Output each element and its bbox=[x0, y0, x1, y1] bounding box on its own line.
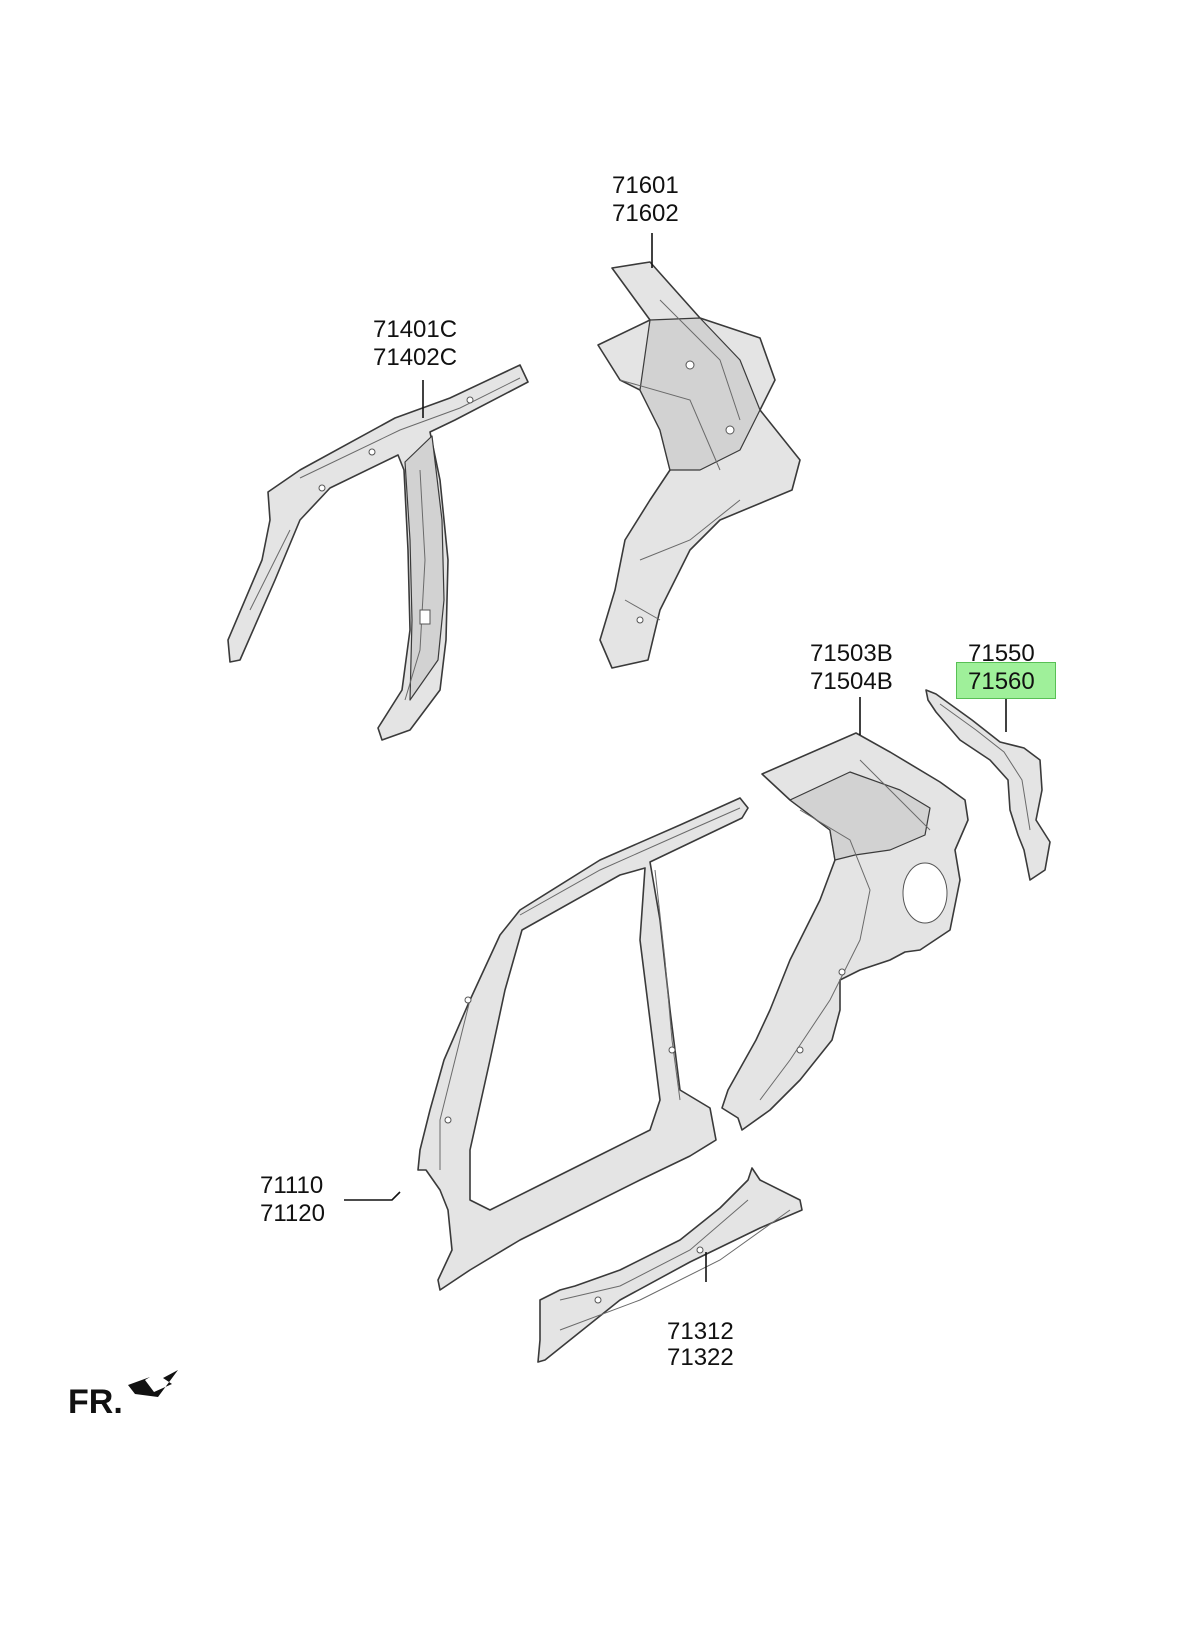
label-71312[interactable]: 71312 bbox=[667, 1318, 734, 1345]
label-71401C[interactable]: 71401C bbox=[373, 316, 458, 343]
front-label: FR. bbox=[68, 1383, 123, 1421]
part-side-outer[interactable] bbox=[417, 797, 749, 1291]
label-71322[interactable]: 71322 bbox=[667, 1344, 734, 1371]
label-71504B[interactable]: 71504B bbox=[810, 668, 893, 695]
label-71503B[interactable]: 71503B bbox=[810, 640, 893, 667]
part-quarter-outer[interactable] bbox=[721, 732, 969, 1131]
label-71550[interactable]: 71550 bbox=[968, 640, 1035, 667]
label-71402C[interactable]: 71402C bbox=[373, 344, 458, 371]
part-bracket[interactable] bbox=[925, 689, 1051, 881]
part-quarter-inner-upper[interactable] bbox=[597, 261, 801, 669]
front-arrow-icon bbox=[128, 1370, 178, 1397]
label-71110[interactable]: 71110 bbox=[260, 1172, 324, 1199]
part-pillar-inner[interactable] bbox=[227, 364, 529, 741]
label-71601[interactable]: 71601 bbox=[612, 172, 679, 199]
label-71602[interactable]: 71602 bbox=[612, 200, 679, 227]
label-71120[interactable]: 71120 bbox=[260, 1200, 325, 1227]
highlight-71560 bbox=[956, 662, 1056, 699]
label-71560[interactable]: 71560 bbox=[968, 668, 1035, 695]
leader-side-outer bbox=[344, 1191, 401, 1201]
part-sill[interactable] bbox=[537, 1167, 803, 1363]
